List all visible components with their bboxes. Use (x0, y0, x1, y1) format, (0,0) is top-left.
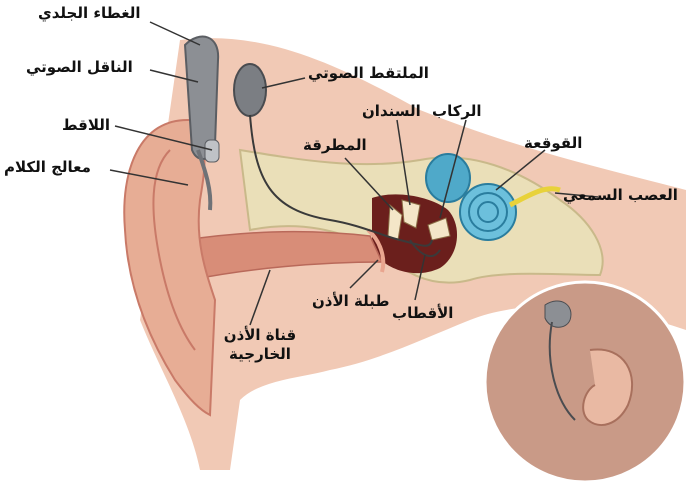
label-microphone: الملتقط الصوتي (308, 64, 429, 83)
label-malleus: المطرقة (303, 136, 367, 155)
label-eardrum: طبلة الأذن (312, 292, 390, 311)
label-stapes: الركاب (432, 102, 482, 121)
label-ear-canal-line2: الخارجية (208, 345, 312, 364)
label-speech-processor: معالج الكلام (4, 158, 91, 177)
label-ear-canal: قناة الأذن الخارجية (208, 326, 312, 364)
label-electrodes: الأقطاب (392, 304, 453, 323)
label-ear-canal-line1: قناة الأذن (208, 326, 312, 345)
label-auditory-nerve: العصب السمعي (563, 186, 678, 205)
microphone-coil (234, 64, 266, 116)
processor-receiver (205, 140, 219, 162)
vestibule (426, 154, 470, 202)
label-sound-transmitter: الناقل الصوتي (26, 58, 133, 77)
label-skin-flap: الغطاء الجلدي (38, 4, 141, 23)
inset-processor (545, 301, 571, 327)
label-receiver: اللاقط (62, 116, 110, 135)
label-cochlea: القوقعة (524, 134, 582, 153)
label-incus: السندان (362, 102, 421, 121)
inset-circle (485, 282, 685, 482)
